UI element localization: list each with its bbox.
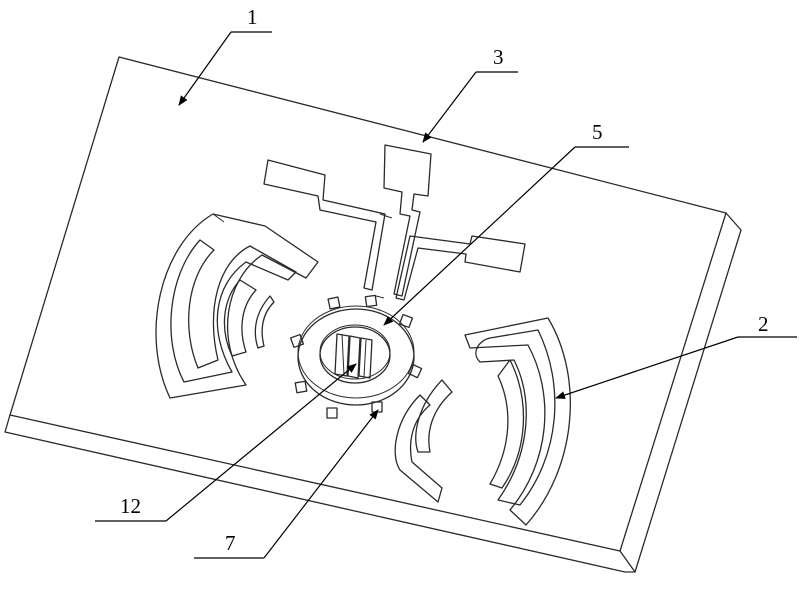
label-3: 3 — [493, 45, 504, 69]
label-1: 1 — [247, 5, 258, 29]
right-spring-electrode — [395, 318, 570, 525]
left-spring-electrode — [156, 214, 318, 398]
label-5: 5 — [592, 120, 603, 144]
label-7: 7 — [225, 531, 236, 555]
central-ring-assembly — [291, 295, 422, 418]
substrate-slab — [5, 57, 741, 572]
label-12: 12 — [120, 494, 141, 518]
leader-lines — [95, 32, 797, 558]
label-2: 2 — [758, 312, 769, 336]
